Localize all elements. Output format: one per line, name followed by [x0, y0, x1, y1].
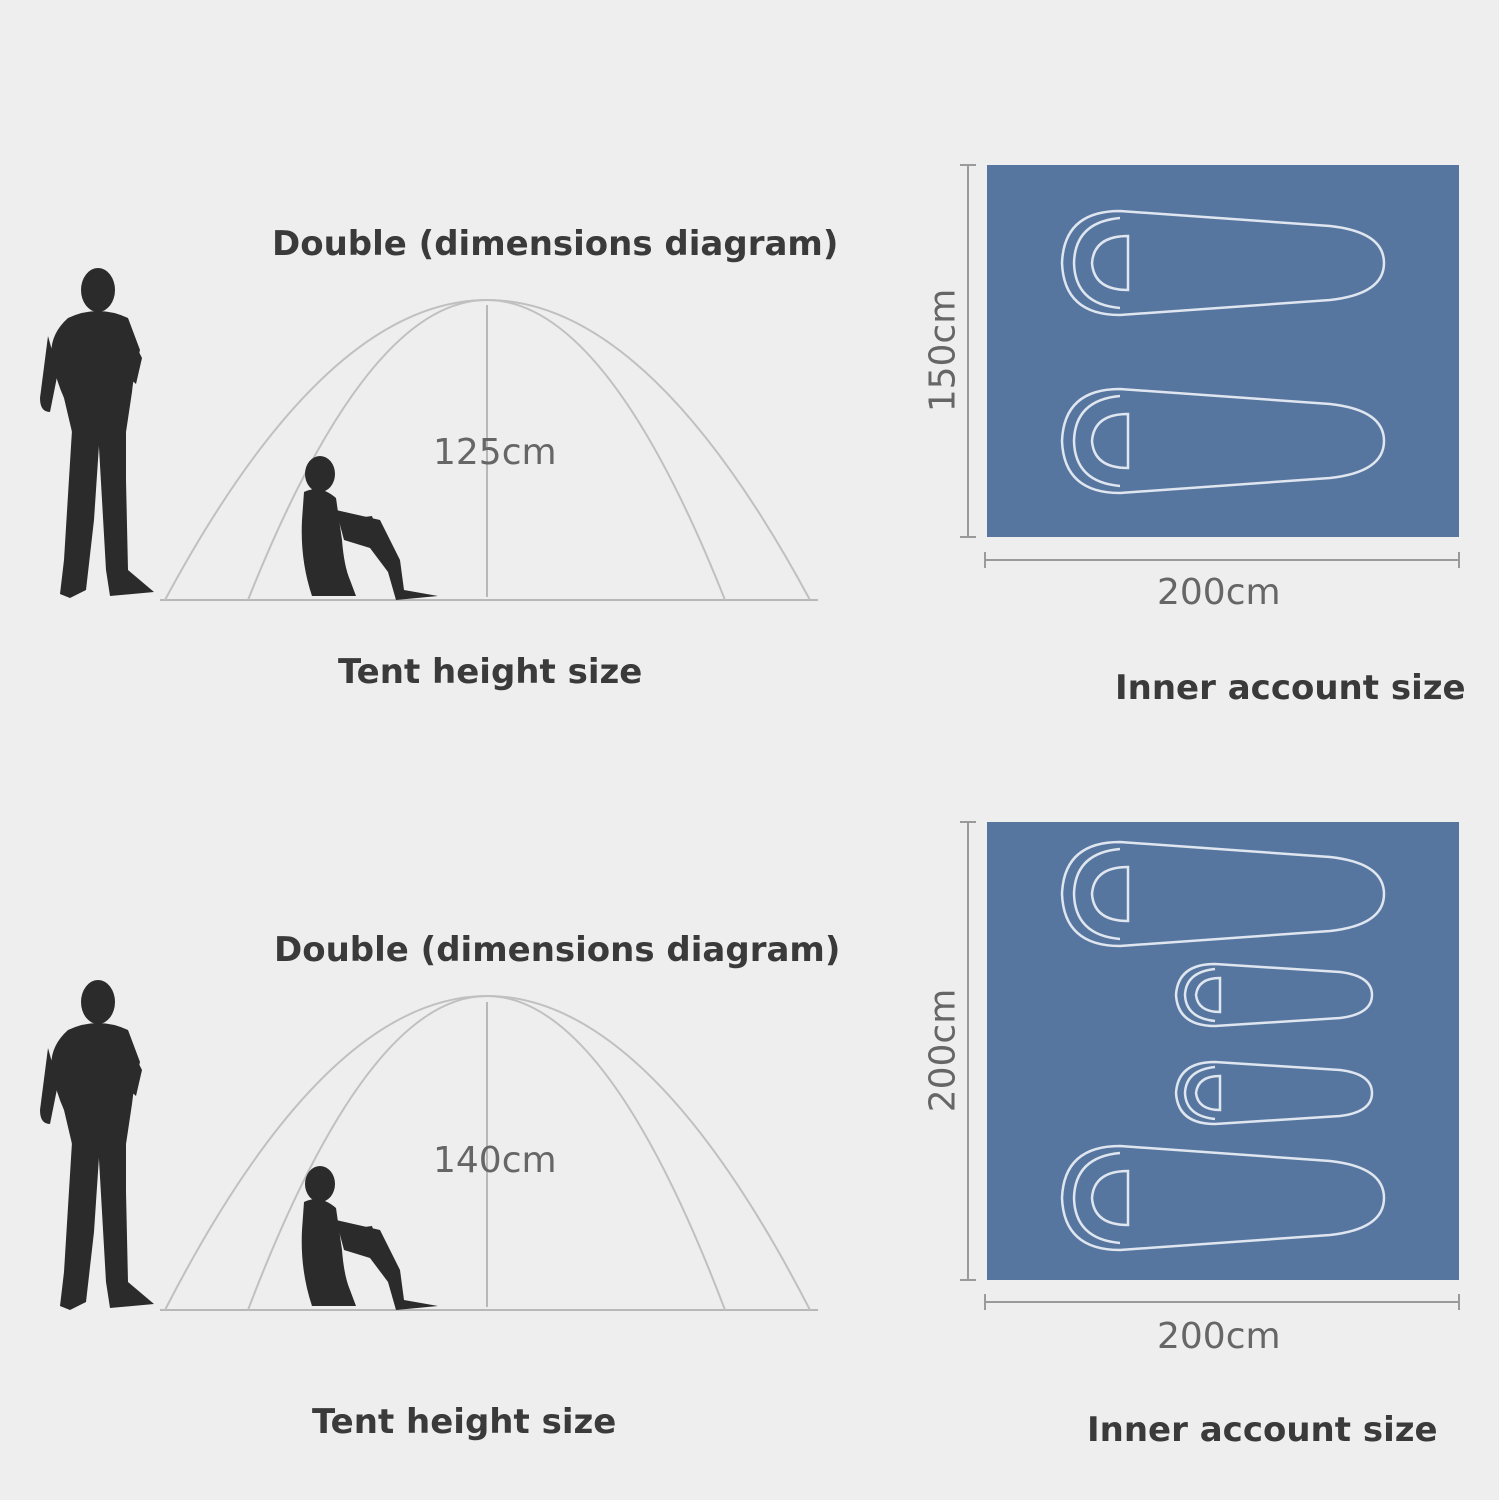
diagram-graphics — [40, 164, 1460, 601]
floor-depth-label: 200cm — [922, 988, 964, 1113]
sleeping-bag-icon — [1174, 962, 1374, 1028]
diagram-title: Double (dimensions diagram) — [272, 224, 839, 264]
floor-size-caption: Inner account size — [1087, 1410, 1438, 1450]
tent-height-label: 140cm — [433, 1140, 557, 1181]
tent-floor — [987, 822, 1459, 1280]
diagram-title: Double (dimensions diagram) — [274, 930, 841, 970]
floor-size-caption: Inner account size — [1115, 668, 1466, 708]
tent-pole-inner — [247, 299, 726, 601]
standing-person-icon — [40, 268, 154, 598]
tent-diagram-double-large: Double (dimensions diagram) 140cm Tent h… — [0, 712, 1499, 1462]
standing-person-icon — [40, 980, 154, 1310]
tent-pole-inner — [247, 995, 726, 1311]
sleeping-bag-icon — [1060, 209, 1386, 317]
sleeping-bag-icon — [1060, 387, 1386, 495]
sitting-person-icon — [301, 1166, 438, 1310]
tent-height-caption: Tent height size — [312, 1402, 617, 1442]
floor-width-label: 200cm — [1157, 572, 1281, 613]
floor-width-label: 200cm — [1157, 1316, 1281, 1357]
tent-diagram-double-small: Double (dimensions diagram) 125cm Tent h… — [40, 164, 1466, 708]
sitting-person-icon — [301, 456, 438, 600]
sleeping-bag-icon — [1060, 840, 1386, 948]
tent-height-label: 125cm — [433, 432, 557, 473]
sleeping-bag-icon — [1174, 1060, 1374, 1126]
tent-floor — [987, 165, 1459, 537]
diagram-graphics — [40, 821, 1460, 1311]
floor-depth-label: 150cm — [922, 288, 964, 413]
sleeping-bag-icon — [1060, 1144, 1386, 1252]
tent-height-caption: Tent height size — [338, 652, 643, 692]
